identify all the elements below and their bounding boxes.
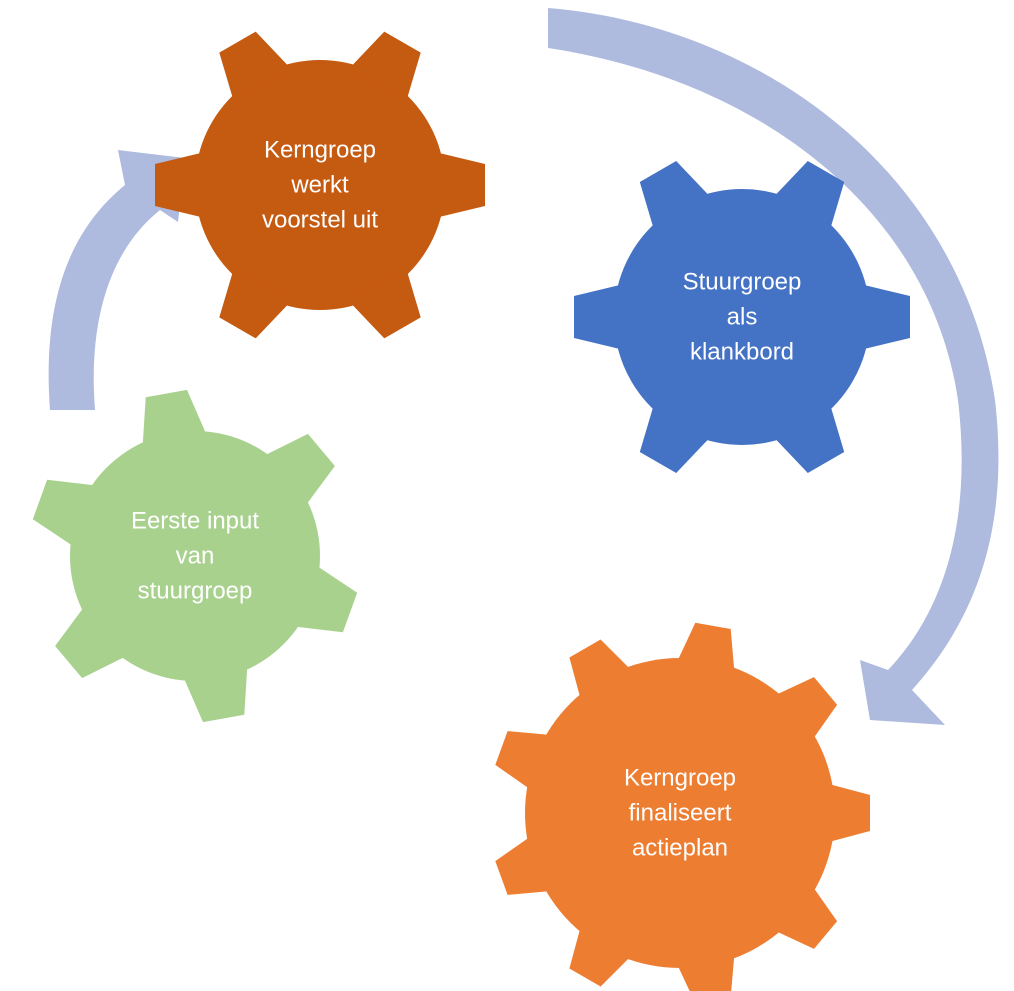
gear-body — [70, 431, 320, 681]
arc-arrow-right — [548, 8, 999, 725]
arc-arrow-left — [48, 150, 186, 410]
gear-teeth — [32, 389, 358, 723]
gear-body — [525, 658, 835, 968]
gear-kerngroep-finaliseert — [495, 622, 870, 991]
gear-stuurgroep-klankbord — [574, 161, 910, 473]
gear-eerste-input — [32, 389, 358, 723]
gear-kerngroep-werkt — [155, 31, 485, 339]
gear-body — [195, 60, 445, 310]
gear-body — [614, 189, 870, 445]
